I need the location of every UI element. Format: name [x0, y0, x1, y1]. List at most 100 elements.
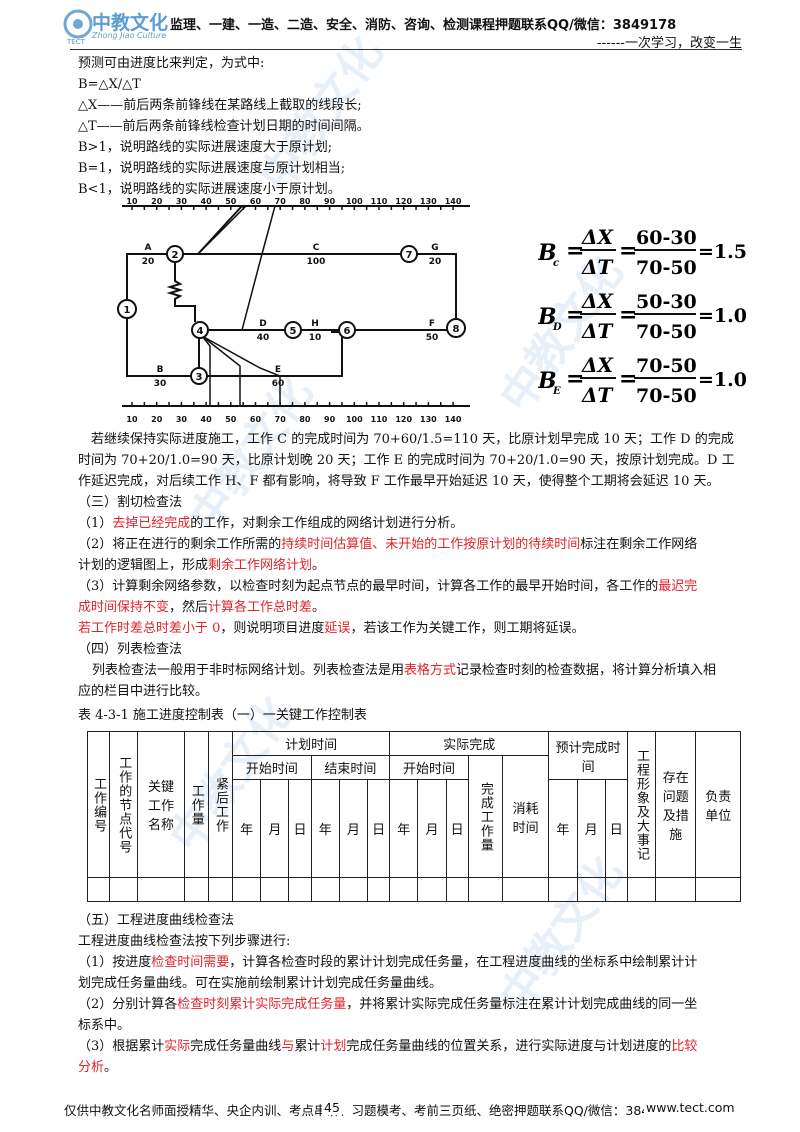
col-header: 计划时间 [232, 731, 391, 756]
table-row [86, 877, 741, 902]
logo: 中教文化 Zhong Jiao Culture TECT [62, 6, 172, 48]
activity-label: D [259, 319, 266, 329]
node-label: 8 [453, 324, 460, 335]
node-label: 6 [344, 326, 351, 337]
formula-num: ΔX [581, 353, 615, 377]
activity-duration: 100 [307, 257, 326, 267]
text-line: △T——前后两条前锋线检查计划日期的时间间隔。 [78, 119, 370, 134]
formula-symbol: B [538, 368, 557, 394]
text-line: （1）去掉已经完成的工作，对剩余工作组成的网络计划进行分析。 [78, 516, 464, 531]
text-line: B=△X/△T [78, 77, 141, 92]
activity-duration: 40 [257, 333, 270, 343]
logo-text: 中教文化 [92, 12, 169, 34]
scale-label: 140 [445, 197, 462, 206]
scale-label: 110 [371, 197, 388, 206]
formula-den: ΔT [581, 319, 615, 343]
col-header: 年 [548, 779, 578, 878]
formula-den: ΔT [581, 383, 615, 407]
scale-label: 80 [299, 415, 311, 424]
section-heading: （三）割切检查法 [78, 495, 183, 510]
activity-label: G [431, 243, 438, 253]
scale-label: 100 [346, 197, 363, 206]
header-rule [70, 49, 742, 50]
col-header: 开始时间 [232, 755, 312, 780]
scale-label: 80 [299, 197, 311, 206]
node-label: 1 [124, 305, 131, 316]
text-line: B>1，说明路线的实际进展速度大于原计划; [78, 140, 333, 155]
scale-label: 50 [225, 197, 237, 206]
col-header: 日 [288, 779, 312, 878]
text-line: （3）根据累计实际完成任务量曲线与累计计划完成任务量曲线的位置关系，进行实际进度… [78, 1039, 698, 1054]
scale-label: 100 [346, 415, 363, 424]
scale-label: 70 [275, 415, 287, 424]
formula-num: ΔX [581, 225, 615, 249]
col-header: 开始时间 [389, 755, 469, 780]
section-heading: （四）列表检查法 [78, 642, 183, 657]
col-header: 年 [310, 779, 340, 878]
formula-value-den: 70-50 [636, 385, 697, 407]
text-line: 成时间保持不变，然后计算各工作总时差。 [78, 600, 326, 615]
col-header: 日 [604, 779, 628, 878]
scale-label: 40 [201, 415, 213, 424]
activity-duration: 50 [426, 333, 439, 343]
text-line: 计划的逻辑图上，形成剩余工作网络计划。 [78, 558, 326, 573]
section-heading: （五）工程进度曲线检查法 [78, 913, 235, 928]
logo-subtitle: Zhong Jiao Culture [92, 31, 167, 40]
col-header: 日 [445, 779, 469, 878]
svg-text:=: = [619, 302, 637, 328]
text-line: 应的栏目中进行比较。 [78, 684, 209, 699]
col-header: 紧后工作 [207, 731, 234, 878]
col-header: 工作的节点代号 [109, 731, 139, 878]
formula-num: ΔX [581, 289, 615, 313]
col-header: 月 [260, 779, 290, 878]
col-header: 工作编号 [86, 731, 111, 878]
node-label: 5 [290, 326, 297, 337]
scale-label: 20 [151, 197, 163, 206]
formula-subscript: D [552, 322, 562, 333]
col-header: 预计完成时间 [548, 731, 628, 780]
header-title: 监理、一建、一造、二造、安全、消防、咨询、检测课程押题联系QQ/微信：38491… [170, 18, 677, 33]
text-line: 分析。 [78, 1060, 118, 1075]
svg-text:=: = [619, 366, 637, 392]
scale-label: 40 [201, 197, 213, 206]
scale-label: 90 [324, 415, 336, 424]
activity-label: F [429, 319, 435, 329]
col-header: 消耗时间 [501, 755, 550, 878]
formula-value-den: 70-50 [636, 257, 697, 279]
scale-label: 130 [420, 197, 437, 206]
formula-bc: B c = ΔX ΔT = 60-30 70-50 =1.5 [537, 220, 748, 280]
scale-label: 60 [250, 415, 262, 424]
col-header: 完成工作量 [467, 755, 503, 878]
activity-label: E [275, 365, 281, 375]
text-line: B<1，说明路线的实际进展速度小于原计划。 [78, 182, 341, 197]
logo-tect: TECT [67, 38, 85, 46]
text-line: （3）计算剩余网络参数，以检查时刻为起点节点的最早时间，计算各工作的最早开始时间… [78, 579, 698, 594]
scale-label: 20 [151, 415, 163, 424]
page-number: 45 [322, 1100, 342, 1115]
text-line: B=1，说明路线的实际进展速度与原计划相当; [78, 161, 346, 176]
col-header: 工作量 [183, 731, 209, 878]
formula-result: =1.5 [698, 241, 747, 263]
activity-duration: 30 [154, 379, 167, 389]
activity-label: H [311, 319, 319, 329]
col-header: 月 [417, 779, 447, 878]
formula-bd: B D = ΔX ΔT = 50-30 70-50 =1.0 [537, 284, 748, 344]
formula-value-num: 70-50 [636, 355, 697, 377]
footer-site[interactable]: www.tect.com [644, 1100, 737, 1115]
svg-text:=: = [566, 366, 584, 392]
node-label: 4 [197, 326, 204, 337]
text-line: （2）将正在进行的剩余工作所需的持续时间估算值、未开始的工作按原计划的待续时间标… [78, 537, 698, 552]
activity-label: B [157, 365, 164, 375]
scale-label: 130 [420, 415, 437, 424]
col-header: 年 [232, 779, 262, 878]
formula-value-num: 60-30 [636, 227, 697, 249]
formula-value-den: 70-50 [636, 321, 697, 343]
activity-duration: 20 [142, 257, 155, 267]
text-line: 预测可由进度比来判定，为式中: [78, 56, 265, 71]
activity-label: C [313, 243, 320, 253]
formula-result: =1.0 [698, 369, 747, 391]
formula-subscript: E [552, 386, 561, 397]
node-label: 7 [406, 250, 413, 261]
scale-label: 120 [395, 197, 412, 206]
formula-value-num: 50-30 [636, 291, 697, 313]
